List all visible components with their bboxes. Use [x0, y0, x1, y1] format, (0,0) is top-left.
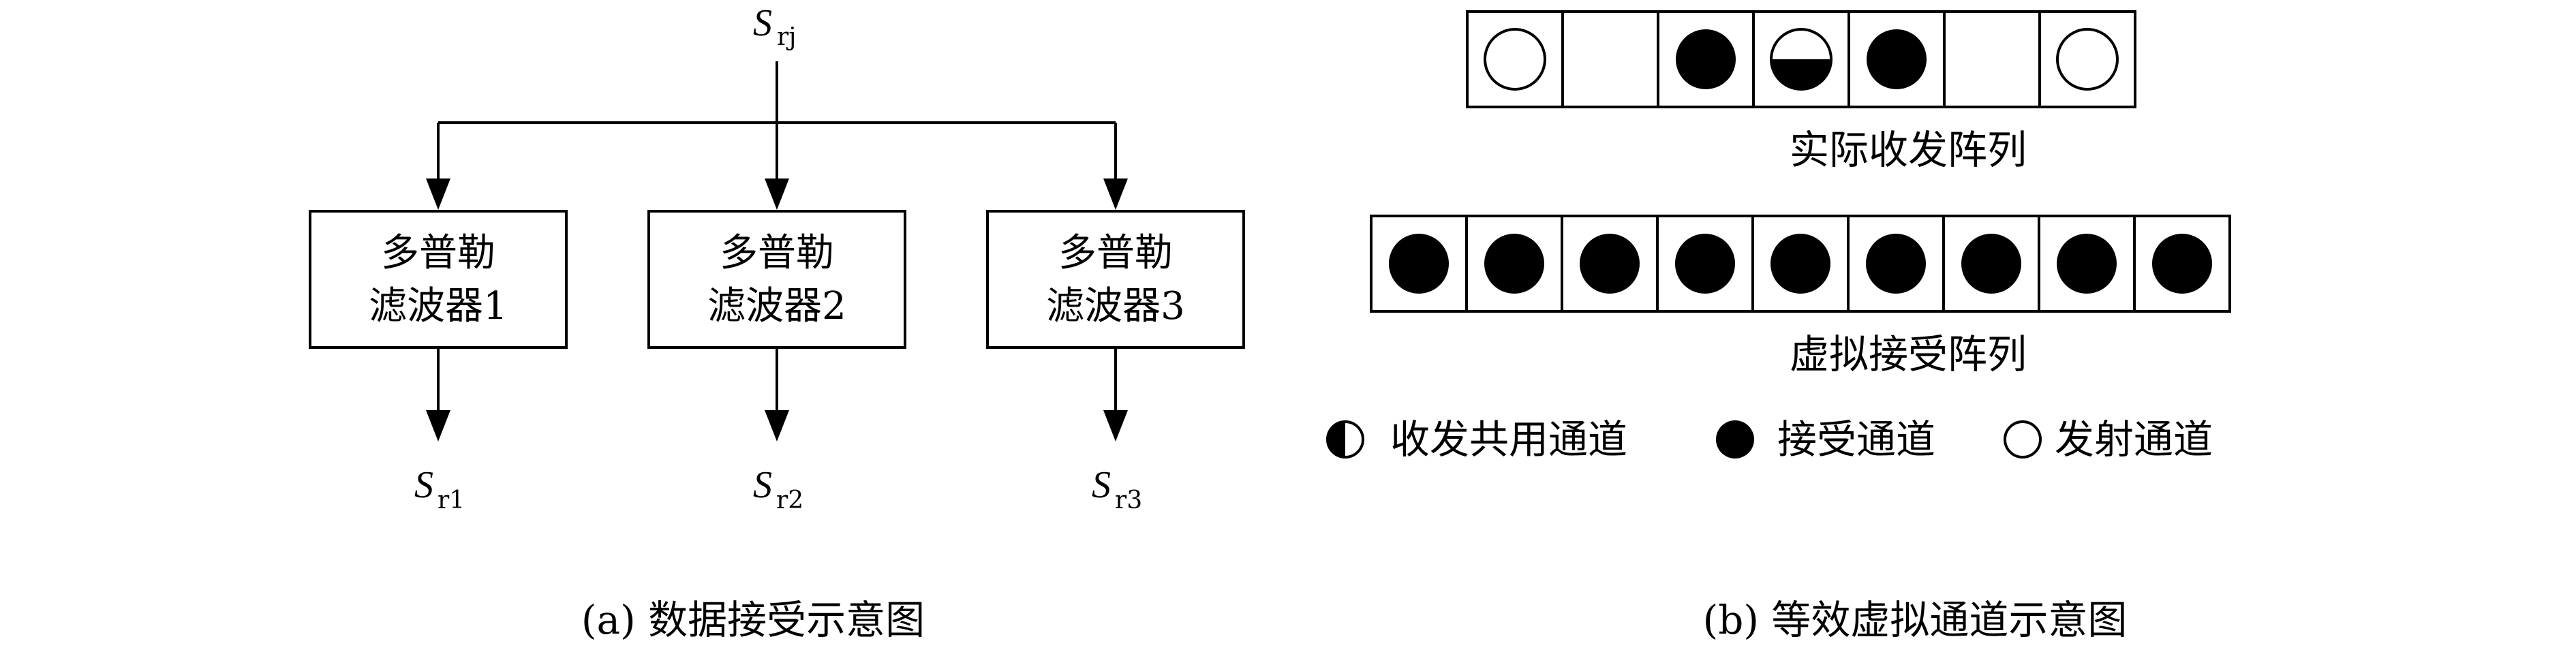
array-cell — [1370, 215, 1468, 313]
virtual-array — [1370, 215, 2231, 313]
output-arrow-3 — [1103, 410, 1128, 441]
output-1-subscript: r1 — [438, 486, 465, 514]
legend-tx-symbol — [2004, 420, 2042, 459]
receive-channel-icon — [1389, 234, 1449, 294]
array-cell — [1656, 215, 1754, 313]
actual-array-label: 实际收发阵列 — [1790, 127, 2027, 173]
array-cell — [1465, 215, 1563, 313]
filter-1-line2: 滤波器1 — [369, 284, 508, 328]
output-1-label: S — [414, 464, 433, 506]
receive-channel-icon — [1675, 234, 1735, 294]
output-2-label: S — [753, 464, 772, 506]
receive-channel-icon — [1867, 29, 1927, 89]
array-cell — [2038, 215, 2136, 313]
legend-txrx-label: 收发共用通道 — [1390, 416, 1627, 463]
actual-array — [1466, 10, 2136, 108]
filter-2-line2: 滤波器2 — [707, 284, 846, 328]
receive-channel-icon — [1484, 234, 1544, 294]
doppler-filter-box-3 — [986, 210, 1245, 349]
output-arrow-1 — [426, 410, 450, 441]
caption-a: (a) 数据接受示意图 — [581, 597, 925, 643]
receive-channel-icon — [1866, 234, 1926, 294]
array-cell — [1942, 215, 2040, 313]
array-cell — [1561, 10, 1659, 108]
legend: 收发共用通道 接受通道 发射通道 — [1326, 416, 2213, 463]
array-cell — [2133, 215, 2231, 313]
array-cell — [1943, 10, 2041, 108]
output-2-subscript: r2 — [776, 486, 803, 514]
legend-txrx-symbol — [1326, 420, 1364, 459]
panel-b-virtual-array: 实际收发阵列 虚拟接受阵列 收发共用通道 接受通道 发射通道 (b) 等效虚拟通… — [1326, 10, 2231, 643]
array-cell — [1561, 215, 1659, 313]
filter-1-line1: 多普勒 — [381, 231, 495, 275]
legend-rx-symbol — [1716, 420, 1754, 459]
caption-b: (b) 等效虚拟通道示意图 — [1703, 597, 2128, 643]
receive-channel-icon — [1716, 420, 1754, 459]
array-cell — [1751, 215, 1850, 313]
array-cell — [1847, 215, 1945, 313]
filter-3-line2: 滤波器3 — [1046, 284, 1185, 328]
receive-channel-icon — [1580, 234, 1640, 294]
virtual-array-label: 虚拟接受阵列 — [1790, 331, 2027, 377]
transmit-channel-icon — [2056, 28, 2119, 91]
output-arrow-2 — [765, 410, 789, 441]
output-3-subscript: r3 — [1115, 486, 1142, 514]
transmit-channel-icon — [1484, 28, 1546, 91]
panel-a-doppler-diagram: S rj 多普勒 滤波器1 多普勒 滤波器2 多普勒 滤波器3 S r1 S — [309, 2, 1245, 643]
legend-rx-label: 接受通道 — [1777, 416, 1935, 463]
arrow-to-filter-3 — [1103, 178, 1128, 210]
shared-channel-icon — [1770, 28, 1833, 91]
array-cell — [1752, 10, 1850, 108]
input-signal-label: S — [753, 2, 772, 44]
array-cell — [2038, 10, 2136, 108]
receive-channel-icon — [1961, 234, 2021, 294]
arrow-to-filter-1 — [426, 178, 450, 210]
output-3-label: S — [1092, 464, 1111, 506]
array-cell — [1657, 10, 1755, 108]
filter-3-line1: 多普勒 — [1058, 231, 1173, 275]
receive-channel-icon — [2152, 234, 2212, 294]
doppler-filter-box-1 — [309, 210, 568, 349]
legend-tx-label: 发射通道 — [2055, 416, 2213, 463]
input-signal-subscript: rj — [777, 23, 796, 51]
transmit-channel-icon — [2004, 420, 2042, 459]
receive-channel-icon — [2057, 234, 2117, 294]
filter-2-line1: 多普勒 — [720, 231, 834, 275]
array-cell — [1466, 10, 1564, 108]
arrow-to-filter-2 — [765, 178, 789, 210]
receive-channel-icon — [1770, 234, 1830, 294]
receive-channel-icon — [1676, 29, 1736, 89]
shared-channel-icon — [1326, 420, 1364, 459]
array-cell — [1847, 10, 1946, 108]
